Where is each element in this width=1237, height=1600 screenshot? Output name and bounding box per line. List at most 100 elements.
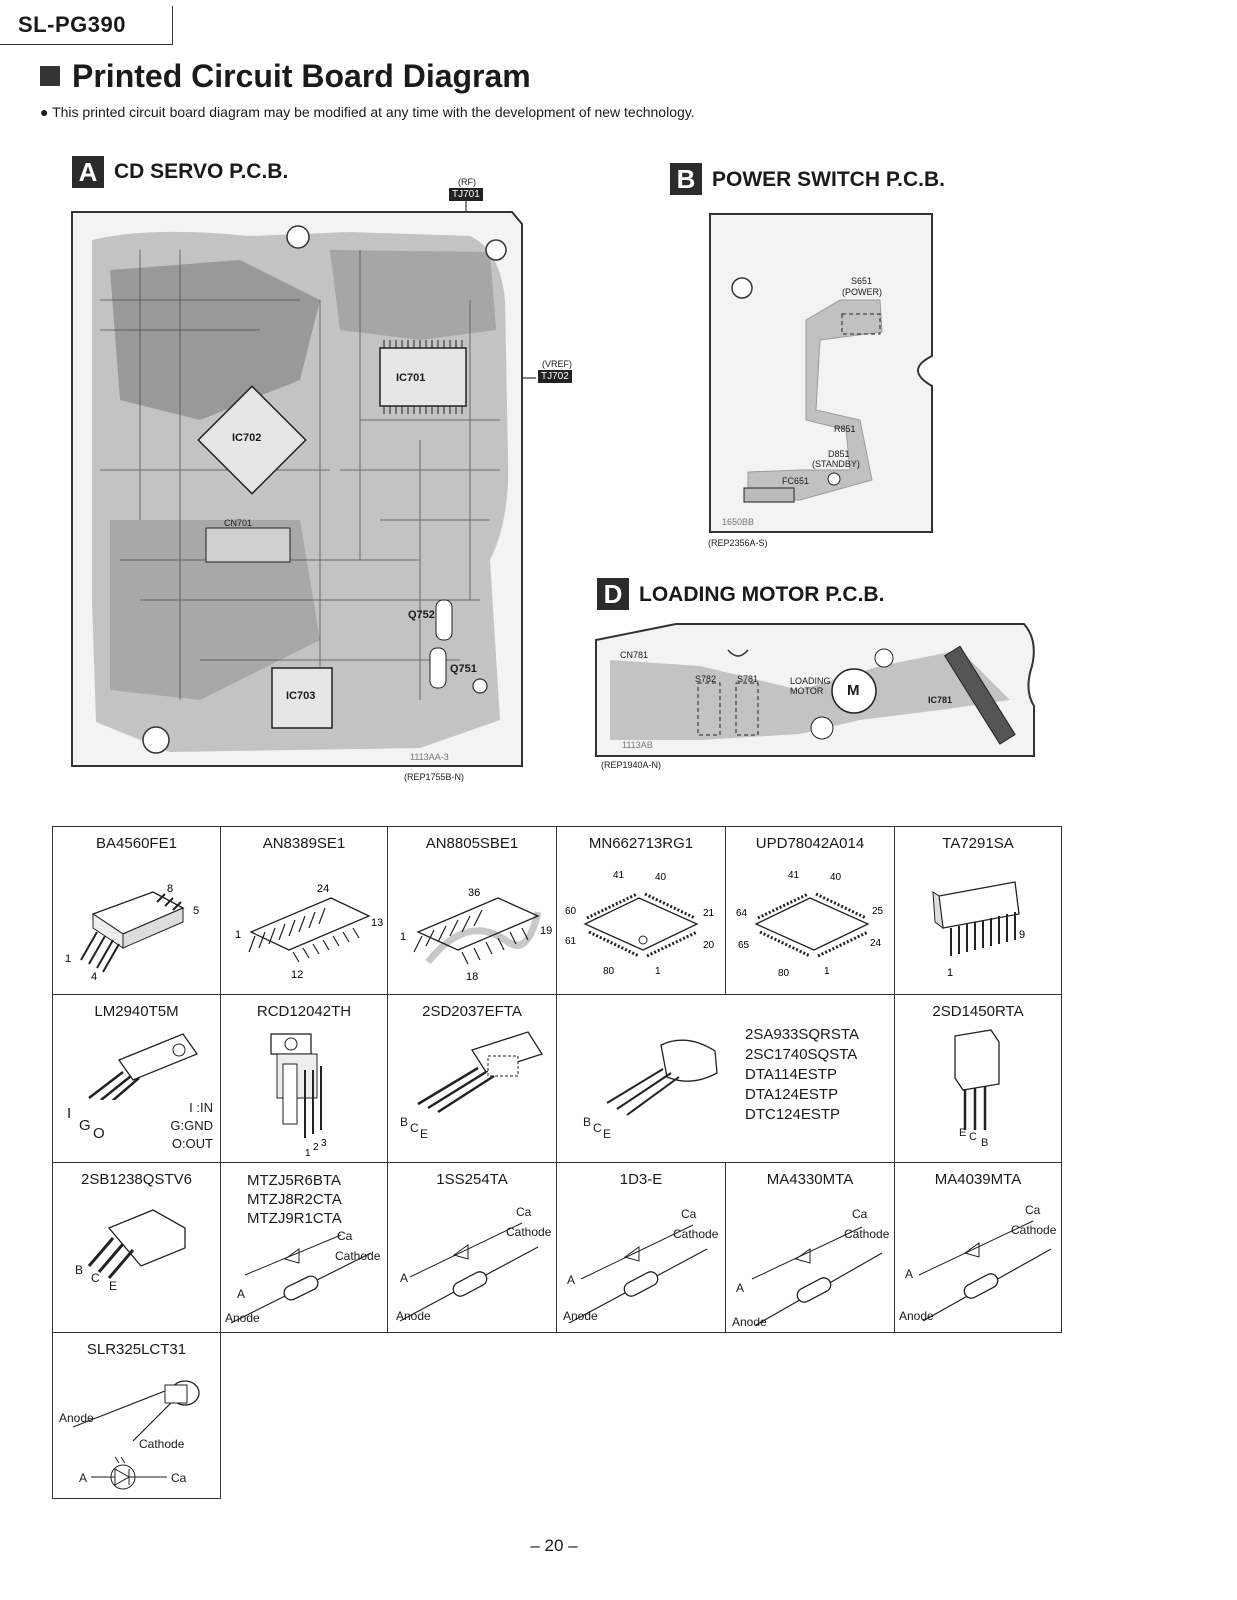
pin-i: I xyxy=(67,1105,72,1122)
ic703-body xyxy=(271,667,333,729)
cathode-label: Cathode xyxy=(506,1225,552,1239)
anode-short: A xyxy=(400,1271,409,1285)
pin-c: C xyxy=(91,1271,100,1285)
section-b-title: POWER SWITCH P.C.B. xyxy=(712,168,945,191)
package-drawing xyxy=(606,1039,718,1116)
ic781-label: IC781 xyxy=(928,695,953,705)
q752-label: Q752 xyxy=(408,609,435,621)
svg-text:25: 25 xyxy=(872,906,884,917)
cathode-label: Cathode xyxy=(139,1437,185,1451)
pin-legend: I :IN G:GND O:OUT xyxy=(161,1099,213,1153)
page-title: Printed Circuit Board Diagram xyxy=(72,58,531,94)
cathode-label: Cathode xyxy=(1011,1223,1057,1237)
package-drawing xyxy=(87,1209,186,1279)
board-d-number: 1113AB xyxy=(622,740,653,750)
part-name: 2SD1450RTA xyxy=(932,1003,1024,1020)
part-name: TA7291SA xyxy=(942,835,1014,852)
diode-drawing xyxy=(399,1222,539,1322)
svg-text:40: 40 xyxy=(655,872,667,883)
svg-text:21: 21 xyxy=(703,908,715,919)
svg-text:13: 13 xyxy=(371,917,383,929)
loading-motor-pcb xyxy=(595,623,1035,757)
part-name: DTC124ESTP xyxy=(745,1106,841,1123)
cathode-short: Ca xyxy=(1025,1203,1041,1217)
part-name: MTZJ9R1CTA xyxy=(247,1210,342,1227)
part-name: AN8805SBE1 xyxy=(425,835,519,852)
svg-text:61: 61 xyxy=(565,936,577,947)
part-cell: 1D3-E Ca Cathode A Anode xyxy=(556,1162,726,1333)
diode-drawing xyxy=(751,1226,883,1326)
zener-list: MTZJ5R6BTA MTZJ8R2CTA MTZJ9R1CTA xyxy=(247,1171,387,1228)
part-cell: 2SD2037EFTA B C E xyxy=(387,994,557,1163)
svg-text:1: 1 xyxy=(65,953,71,965)
model-tab xyxy=(0,6,173,45)
legend-out: O:OUT xyxy=(171,1136,213,1151)
section-a-title: CD SERVO P.C.B. xyxy=(114,160,289,183)
part-name: 2SA933SQRSTA xyxy=(745,1026,859,1043)
led-drawing xyxy=(72,1380,200,1490)
anode-label: Anode xyxy=(225,1311,260,1325)
pin-b: B xyxy=(75,1263,84,1277)
tj701-tag: TJ701 xyxy=(449,188,483,201)
cn781-label: CN781 xyxy=(620,650,649,660)
cd-servo-pcb xyxy=(71,200,536,767)
svg-text:8: 8 xyxy=(167,883,173,895)
anode-short: A xyxy=(237,1287,246,1301)
page-number: – 20 – xyxy=(530,1536,578,1555)
q751-label: Q751 xyxy=(450,663,477,675)
svg-text:1: 1 xyxy=(235,929,241,941)
section-d-title: LOADING MOTOR P.C.B. xyxy=(639,583,885,606)
pin-c: C xyxy=(593,1121,602,1135)
svg-text:24: 24 xyxy=(870,938,882,949)
s651-label: S651 xyxy=(851,276,873,286)
svg-text:9: 9 xyxy=(1019,929,1025,941)
svg-text:36: 36 xyxy=(468,887,480,899)
part-name: MTZJ5R6BTA xyxy=(247,1172,341,1189)
package-drawing: 85 14 xyxy=(65,883,199,982)
svg-text:1: 1 xyxy=(947,967,953,979)
svg-text:2: 2 xyxy=(313,1142,319,1153)
svg-text:65: 65 xyxy=(738,940,750,951)
part-name: UPD78042A014 xyxy=(755,835,865,852)
board-d-ref: (REP1940A-N) xyxy=(601,760,662,770)
svg-text:41: 41 xyxy=(788,870,800,881)
legend-gnd: G:GND xyxy=(170,1118,213,1133)
part-name: 2SB1238QSTV6 xyxy=(81,1171,192,1188)
ic701-label: IC701 xyxy=(396,372,426,384)
s651-sub: (POWER) xyxy=(842,287,882,297)
part-cell: TA7291SA 1 9 xyxy=(894,826,1062,995)
part-name: BA4560FE1 xyxy=(96,835,177,852)
part-name: MA4039MTA xyxy=(934,1171,1022,1188)
loading-motor-label: LOADING MOTOR xyxy=(790,676,831,696)
rf-label: (RF) xyxy=(458,177,476,187)
part-cell: 1SS254TA Ca Cathode A Anode xyxy=(387,1162,557,1333)
anode-label: Anode xyxy=(396,1309,431,1323)
anode-short: A xyxy=(736,1281,745,1295)
s782-label: S782 xyxy=(695,674,717,684)
cn701-body xyxy=(205,527,291,563)
cathode-label: Cathode xyxy=(844,1227,890,1241)
pin-b: B xyxy=(981,1137,989,1149)
part-cell: MTZJ5R6BTA MTZJ8R2CTA MTZJ9R1CTA Ca Cath… xyxy=(220,1162,388,1333)
cn701-label: CN701 xyxy=(224,518,253,528)
badge-a: A xyxy=(72,156,104,188)
pin-c: C xyxy=(410,1121,419,1135)
board-a-ref: (REP1755B-N) xyxy=(404,772,465,782)
note-text: This printed circuit board diagram may b… xyxy=(52,104,695,120)
pin-e: E xyxy=(959,1127,967,1139)
title-bullet xyxy=(40,66,60,86)
cathode-label: Cathode xyxy=(673,1227,719,1241)
package-drawing xyxy=(88,1033,199,1100)
part-name: MTZJ8R2CTA xyxy=(247,1191,342,1208)
vref-label: (VREF) xyxy=(542,359,572,369)
part-cell: 2SD1450RTA E C B xyxy=(894,994,1062,1163)
